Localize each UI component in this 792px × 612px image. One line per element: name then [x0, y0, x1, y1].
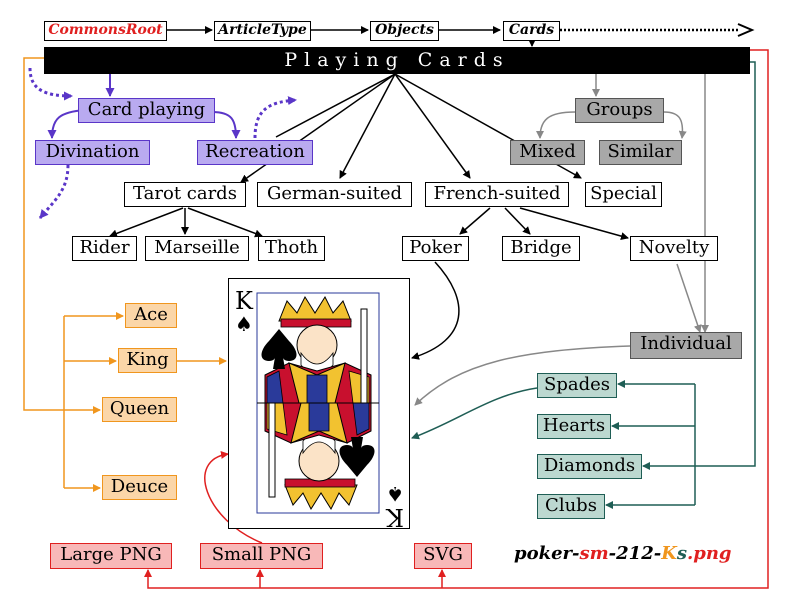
breadcrumb-cards[interactable]: Cards	[503, 21, 560, 41]
rank-queen[interactable]: Queen	[102, 397, 177, 422]
category-rider[interactable]: Rider	[72, 236, 137, 261]
category-divination[interactable]: Divination	[35, 140, 150, 165]
category-french-suited[interactable]: French-suited	[425, 182, 569, 207]
breadcrumb-commons-root[interactable]: CommonsRoot	[44, 21, 167, 41]
filename-part: .png	[686, 543, 732, 564]
king-bottom-half	[264, 402, 375, 511]
category-bridge[interactable]: Bridge	[502, 236, 580, 261]
rank-deuce[interactable]: Deuce	[102, 475, 177, 500]
corner-suit-bottom: ♠	[386, 482, 404, 506]
filename-part: s	[676, 543, 687, 564]
corner-suit: ♠	[235, 312, 253, 336]
format-svg[interactable]: SVG	[414, 543, 472, 569]
format-small-png[interactable]: Small PNG	[200, 543, 323, 569]
category-german-suited[interactable]: German-suited	[257, 182, 412, 207]
category-card-playing[interactable]: Card playing	[78, 98, 215, 123]
filename-part: K	[661, 543, 677, 564]
category-recreation[interactable]: Recreation	[197, 140, 313, 165]
category-groups[interactable]: Groups	[575, 98, 664, 123]
category-similar[interactable]: Similar	[599, 140, 682, 165]
category-tarot-cards[interactable]: Tarot cards	[124, 182, 246, 207]
format-large-png[interactable]: Large PNG	[50, 543, 172, 569]
corner-rank: K	[235, 287, 254, 315]
king-of-spades-illustration: K ♠	[235, 287, 404, 531]
filename-label: poker-sm-212-Ks.png	[514, 543, 732, 564]
corner-rank-bottom: K	[385, 503, 404, 527]
category-mixed[interactable]: Mixed	[510, 140, 585, 165]
suit-spades[interactable]: Spades	[537, 373, 617, 398]
king-top-half	[261, 295, 372, 404]
category-novelty[interactable]: Novelty	[630, 236, 718, 261]
page-title-banner: Playing Cards	[44, 47, 750, 74]
category-thoth[interactable]: Thoth	[258, 236, 325, 261]
category-individual[interactable]: Individual	[630, 332, 742, 359]
breadcrumb-objects[interactable]: Objects	[370, 21, 439, 41]
suit-hearts[interactable]: Hearts	[537, 414, 611, 439]
category-special[interactable]: Special	[585, 182, 662, 207]
filename-part: -212-	[608, 543, 662, 564]
category-poker[interactable]: Poker	[402, 236, 469, 261]
filename-part: poker-	[514, 543, 580, 564]
rank-ace[interactable]: Ace	[125, 303, 177, 328]
filename-part: sm	[579, 543, 609, 564]
card-image-king-of-spades: K ♠	[228, 278, 410, 531]
suit-diamonds[interactable]: Diamonds	[537, 454, 642, 479]
rank-king[interactable]: King	[118, 348, 177, 373]
breadcrumb-article-type[interactable]: ArticleType	[214, 21, 311, 41]
category-marseille[interactable]: Marseille	[145, 236, 249, 261]
suit-clubs[interactable]: Clubs	[537, 494, 605, 519]
